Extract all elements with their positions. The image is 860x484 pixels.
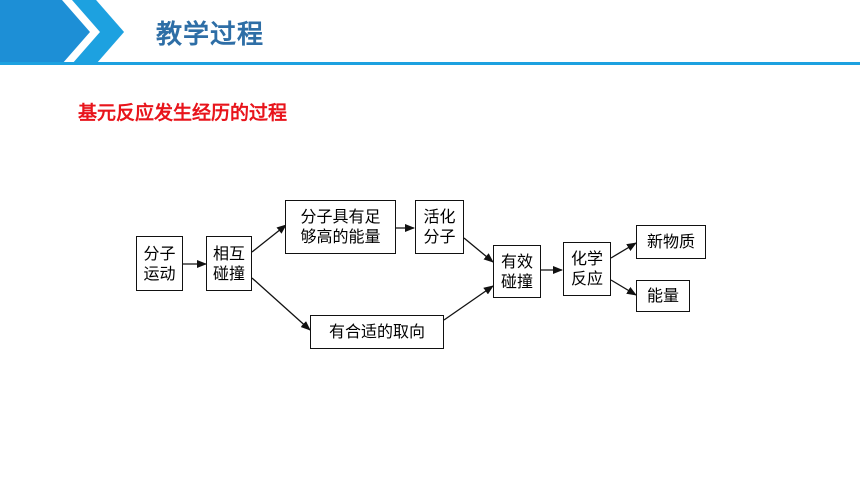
node-sufficient-energy: 分子具有足 够高的能量 bbox=[285, 200, 396, 254]
node-mutual-collision: 相互 碰撞 bbox=[206, 236, 252, 291]
section-subtitle: 基元反应发生经历的过程 bbox=[78, 102, 288, 124]
node-energy: 能量 bbox=[636, 280, 690, 312]
arrow-activated-to-effective bbox=[463, 237, 494, 263]
node-activated-molecule: 活化 分子 bbox=[415, 200, 464, 254]
arrow-orientation-to-effective bbox=[443, 285, 494, 321]
node-new-substance: 新物质 bbox=[636, 225, 706, 259]
arrow-reaction-to-substance bbox=[610, 242, 637, 259]
arrow-collision-to-energy bbox=[251, 224, 287, 253]
node-molecular-motion: 分子 运动 bbox=[136, 236, 183, 291]
arrow-collision-to-orientation bbox=[251, 277, 311, 331]
page-title: 教学过程 bbox=[156, 20, 265, 50]
node-proper-orientation: 有合适的取向 bbox=[310, 315, 444, 349]
header-bar: 教学过程 bbox=[0, 0, 860, 66]
node-effective-collision: 有效 碰撞 bbox=[493, 245, 541, 298]
arrow-reaction-to-energy bbox=[610, 279, 637, 296]
node-chemical-reaction: 化学 反应 bbox=[563, 242, 611, 296]
header-decoration bbox=[0, 0, 860, 65]
